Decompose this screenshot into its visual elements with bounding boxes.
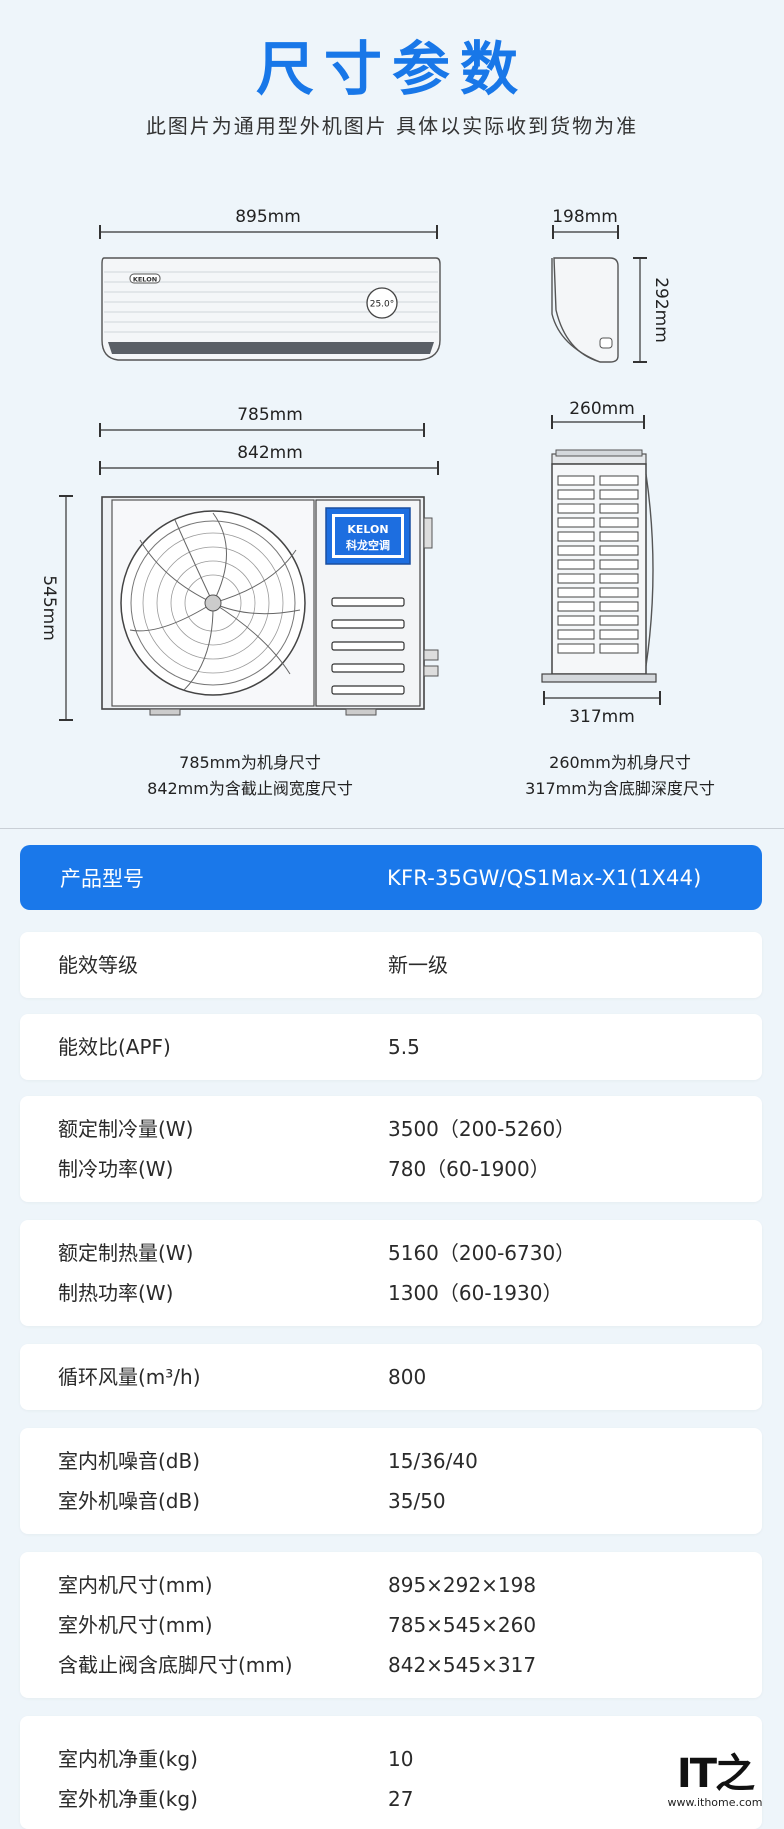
spec-row: 能效比(APF) 5.5	[20, 1032, 762, 1062]
indoor-width-label: 895mm	[235, 207, 301, 227]
spec-value: 5.5	[388, 1035, 420, 1059]
spec-row: 额定制冷量(W) 3500（200-5260）	[20, 1114, 762, 1144]
watermark-mark: IT之	[676, 1751, 755, 1797]
spec-key: 室内机尺寸(mm)	[58, 1573, 213, 1597]
model-value: KFR-35GW/QS1Max-X1(1X44)	[387, 865, 702, 890]
spec-row: 室外机尺寸(mm) 785×545×260	[20, 1610, 762, 1640]
spec-card-weight: 室内机净重(kg) 10 室外机净重(kg) 27	[20, 1716, 762, 1829]
spec-row: 额定制热量(W) 5160（200-6730）	[20, 1238, 762, 1268]
spec-value: 842×545×317	[388, 1653, 537, 1677]
spec-row: 室内机净重(kg) 10	[20, 1744, 762, 1774]
model-label: 产品型号	[60, 866, 144, 891]
spec-value: 10	[388, 1747, 414, 1771]
spec-row: 室外机噪音(dB) 35/50	[20, 1486, 762, 1516]
spec-card-apf: 能效比(APF) 5.5	[20, 1014, 762, 1080]
outdoor-unit-side: 260mm 317mm	[541, 399, 662, 727]
watermark-url: www.ithome.com	[667, 1796, 763, 1809]
spec-row: 含截止阀含底脚尺寸(mm) 842×545×317	[20, 1650, 762, 1680]
spec-key: 室内机净重(kg)	[58, 1747, 198, 1771]
indoor-depth-label: 198mm	[552, 207, 618, 227]
spec-key: 额定制冷量(W)	[58, 1117, 194, 1141]
spec-value: 3500（200-5260）	[388, 1117, 576, 1141]
spec-key: 能效比(APF)	[58, 1035, 171, 1059]
outdoor-foot-depth-label: 317mm	[569, 707, 635, 727]
spec-value: 800	[388, 1365, 427, 1389]
indoor-height-label: 292mm	[651, 277, 671, 343]
section-divider	[0, 828, 784, 829]
note-body-depth: 260mm为机身尺寸	[549, 753, 691, 772]
spec-value: 35/50	[388, 1489, 446, 1513]
spec-key: 能效等级	[58, 953, 138, 977]
spec-key: 室外机噪音(dB)	[58, 1489, 201, 1513]
spec-key: 循环风量(m³/h)	[58, 1365, 201, 1389]
spec-card-airflow: 循环风量(m³/h) 800	[20, 1344, 762, 1410]
spec-row: 室内机尺寸(mm) 895×292×198	[20, 1570, 762, 1600]
spec-value: 新一级	[388, 953, 448, 977]
spec-card-dimensions: 室内机尺寸(mm) 895×292×198 室外机尺寸(mm) 785×545×…	[20, 1552, 762, 1698]
spec-key: 含截止阀含底脚尺寸(mm)	[58, 1653, 293, 1677]
spec-row: 制热功率(W) 1300（60-1930）	[20, 1278, 762, 1308]
spec-key: 制热功率(W)	[58, 1281, 174, 1305]
spec-row: 能效等级 新一级	[20, 950, 762, 980]
spec-card-noise: 室内机噪音(dB) 15/36/40 室外机噪音(dB) 35/50	[20, 1428, 762, 1534]
outdoor-height-label: 545mm	[39, 575, 59, 641]
outdoor-depth-notes: 260mm为机身尺寸 317mm为含底脚深度尺寸	[480, 750, 760, 802]
note-valve-width: 842mm为含截止阀宽度尺寸	[147, 779, 353, 798]
spec-row: 室内机噪音(dB) 15/36/40	[20, 1446, 762, 1476]
indoor-brand: KELON	[133, 276, 157, 284]
model-header: 产品型号 KFR-35GW/QS1Max-X1(1X44)	[20, 845, 762, 910]
spec-card-cooling: 额定制冷量(W) 3500（200-5260） 制冷功率(W) 780（60-1…	[20, 1096, 762, 1202]
ithome-watermark: IT之 www.ithome.com	[660, 1752, 770, 1822]
indoor-unit-front: 895mm KELON 25.0°	[98, 207, 441, 361]
spec-value: 5160（200-6730）	[388, 1241, 576, 1265]
indoor-unit-side: 198mm 292mm	[551, 207, 671, 364]
spec-card-heating: 额定制热量(W) 5160（200-6730） 制热功率(W) 1300（60-…	[20, 1220, 762, 1326]
outdoor-valve-width-label: 842mm	[237, 443, 303, 463]
outdoor-brand: KELON	[347, 523, 388, 536]
spec-key: 室外机尺寸(mm)	[58, 1613, 213, 1637]
spec-value: 785×545×260	[388, 1613, 537, 1637]
spec-value: 895×292×198	[388, 1573, 537, 1597]
spec-value: 15/36/40	[388, 1449, 478, 1473]
spec-value: 1300（60-1930）	[388, 1281, 563, 1305]
note-body-width: 785mm为机身尺寸	[179, 753, 321, 772]
spec-key: 制冷功率(W)	[58, 1157, 174, 1181]
spec-row: 室外机净重(kg) 27	[20, 1784, 762, 1814]
spec-key: 室外机净重(kg)	[58, 1787, 198, 1811]
indoor-display-readout: 25.0°	[370, 300, 395, 310]
outdoor-body-width-label: 785mm	[237, 405, 303, 425]
page-title: 尺寸参数	[255, 35, 528, 103]
outdoor-unit-front: 785mm 842mm 545mm KELON 科龙空调	[39, 405, 440, 722]
spec-row: 循环风量(m³/h) 800	[20, 1362, 762, 1392]
spec-card-efficiency-grade: 能效等级 新一级	[20, 932, 762, 998]
subtitle: 此图片为通用型外机图片 具体以实际收到货物为准	[145, 114, 639, 138]
spec-value: 27	[388, 1787, 414, 1811]
dimension-diagram: 895mm KELON 25.0° 198mm 292mm 785mm 842m…	[39, 207, 671, 727]
spec-row: 制冷功率(W) 780（60-1900）	[20, 1154, 762, 1184]
outdoor-brand-cn: 科龙空调	[346, 538, 390, 552]
spec-key: 额定制热量(W)	[58, 1241, 194, 1265]
spec-key: 室内机噪音(dB)	[58, 1449, 201, 1473]
outdoor-body-depth-label: 260mm	[569, 399, 635, 419]
note-foot-depth: 317mm为含底脚深度尺寸	[525, 779, 715, 798]
outdoor-width-notes: 785mm为机身尺寸 842mm为含截止阀宽度尺寸	[110, 750, 390, 802]
spec-value: 780（60-1900）	[388, 1157, 550, 1181]
